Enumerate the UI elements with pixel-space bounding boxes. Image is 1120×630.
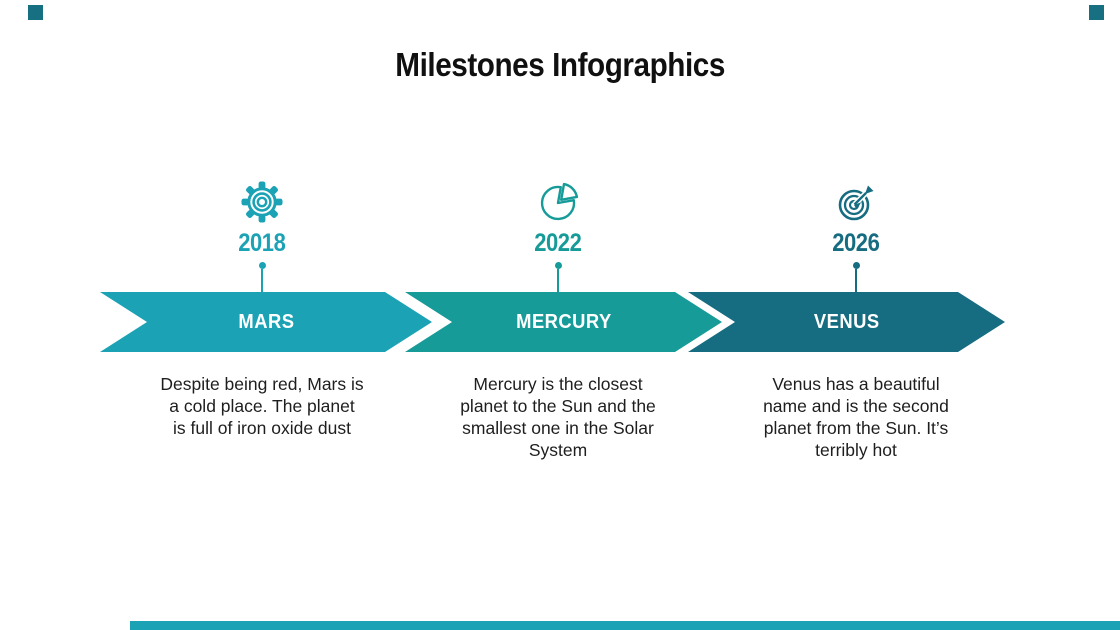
pie-chart-icon bbox=[408, 180, 708, 226]
description-mercury: Mercury is the closest planet to the Sun… bbox=[418, 373, 698, 461]
connector-line bbox=[258, 262, 266, 292]
bottom-accent-bar bbox=[130, 621, 1120, 630]
description-line: Venus has a beautiful bbox=[772, 374, 940, 394]
connector-dot bbox=[852, 262, 860, 269]
gear-icon bbox=[112, 180, 412, 226]
description-line: Mercury is the closest bbox=[473, 374, 643, 394]
corner-accent-square-right bbox=[1089, 5, 1104, 20]
arrow-label: MARS bbox=[237, 310, 295, 333]
target-icon bbox=[706, 180, 1006, 226]
description-mars: Despite being red, Mars is a cold place.… bbox=[122, 373, 402, 439]
description-line: a cold place. The planet bbox=[169, 396, 355, 416]
connector-line bbox=[852, 262, 860, 292]
timeline-arrow-venus: VENUS bbox=[688, 292, 1005, 352]
year-label: 2022 bbox=[534, 229, 582, 257]
arrow-label: MERCURY bbox=[515, 310, 612, 333]
description-line: System bbox=[528, 440, 588, 460]
corner-accent-square-left bbox=[28, 5, 43, 20]
description-line: planet from the Sun. It’s bbox=[763, 418, 949, 438]
connector-stem bbox=[261, 269, 263, 292]
connector-stem bbox=[557, 269, 559, 292]
timeline-arrow-mars: MARS bbox=[100, 292, 432, 352]
description-line: smallest one in the Solar bbox=[462, 418, 654, 438]
connector-line bbox=[554, 262, 562, 292]
description-line: name and is the second bbox=[763, 396, 949, 416]
milestone-2026: 2026 bbox=[706, 180, 1006, 292]
year-label: 2018 bbox=[238, 229, 286, 257]
timeline-arrow-mercury: MERCURY bbox=[405, 292, 722, 352]
connector-dot bbox=[258, 262, 266, 269]
title-wrap: Milestones Infographics bbox=[0, 46, 1120, 84]
description-venus: Venus has a beautiful name and is the se… bbox=[716, 373, 996, 461]
description-line: is full of iron oxide dust bbox=[172, 418, 351, 438]
connector-stem bbox=[855, 269, 857, 292]
year-label: 2026 bbox=[832, 229, 880, 257]
connector-dot bbox=[554, 262, 562, 269]
page-title: Milestones Infographics bbox=[395, 46, 725, 83]
description-line: terribly hot bbox=[815, 440, 897, 460]
milestone-2018: 2018 bbox=[112, 180, 412, 292]
milestone-2022: 2022 bbox=[408, 180, 708, 292]
description-line: planet to the Sun and the bbox=[460, 396, 656, 416]
description-line: Despite being red, Mars is bbox=[160, 374, 364, 394]
arrow-label: VENUS bbox=[813, 310, 880, 333]
